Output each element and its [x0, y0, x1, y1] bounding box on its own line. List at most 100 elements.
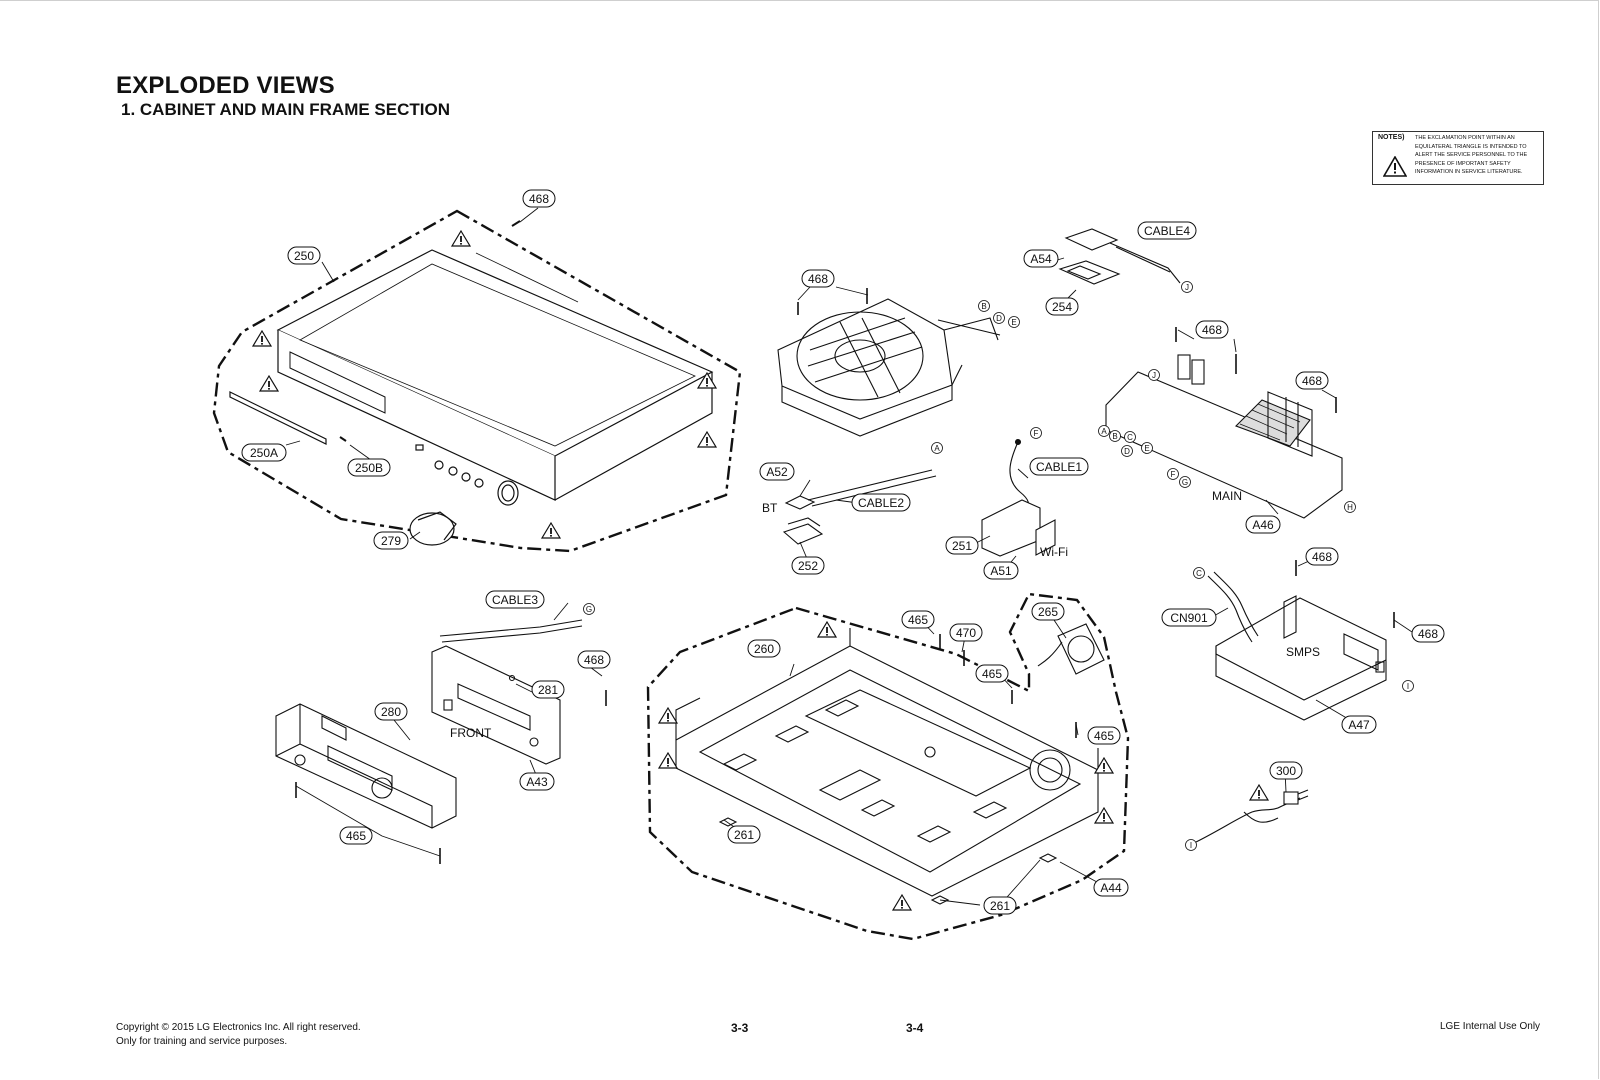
svg-text:A54: A54 [1030, 252, 1052, 266]
warning-triangle-icon [1383, 156, 1407, 177]
connector-marker: F [1167, 468, 1179, 480]
callout-a54: A54 [1023, 249, 1059, 268]
svg-text:281: 281 [538, 683, 558, 697]
svg-text:E: E [1144, 444, 1149, 453]
callout-465: 465 [339, 826, 373, 845]
connector-marker: B [978, 300, 990, 312]
warning-triangle-icon [252, 330, 272, 347]
main-board-drawing [1105, 327, 1343, 519]
callout-465: 465 [901, 610, 935, 629]
callout-a46: A46 [1245, 515, 1281, 534]
callout-cable3: CABLE3 [485, 590, 545, 609]
connector-marker: G [1179, 476, 1191, 488]
svg-text:470: 470 [956, 626, 976, 640]
svg-text:E: E [1011, 318, 1016, 327]
svg-text:A51: A51 [990, 564, 1012, 578]
svg-text:A: A [934, 444, 940, 453]
connector-marker: D [993, 312, 1005, 324]
callout-465: 465 [975, 664, 1009, 683]
connector-marker: C [1124, 431, 1136, 443]
wifi-label: Wi-Fi [1040, 545, 1068, 559]
bt-module-drawing [782, 469, 937, 545]
training-text: Only for training and service purposes. [116, 1036, 288, 1047]
footer-copyright: Copyright © 2015 LG Electronics Inc. All… [116, 1021, 361, 1049]
notes-text: THE EXCLAMATION POINT WITHIN AN EQUILATE… [1415, 135, 1528, 176]
svg-text:252: 252 [798, 559, 818, 573]
callout-a52: A52 [759, 462, 795, 481]
svg-text:G: G [1182, 478, 1188, 487]
page-title: EXPLODED VIEWS [116, 72, 335, 99]
svg-text:C: C [1127, 433, 1133, 442]
notes-box: NOTES) THE EXCLAMATION POINT WITHIN AN E… [1372, 131, 1544, 185]
warning-triangle-icon [658, 707, 678, 724]
connector-marker: G [583, 603, 595, 615]
callout-a47: A47 [1341, 715, 1377, 734]
callout-260: 260 [747, 639, 781, 658]
callout-cable4: CABLE4 [1137, 221, 1197, 240]
callout-468: 468 [1411, 624, 1445, 643]
svg-text:G: G [586, 605, 592, 614]
svg-text:465: 465 [982, 667, 1002, 681]
callout-cable2: CABLE2 [851, 493, 911, 512]
callout-cable1: CABLE1 [1029, 457, 1089, 476]
callout-261: 261 [727, 825, 761, 844]
notes-label: NOTES) [1378, 134, 1405, 141]
callout-cn901: CN901 [1161, 608, 1217, 627]
callout-251: 251 [945, 536, 979, 555]
svg-text:A: A [1101, 427, 1107, 436]
svg-text:261: 261 [734, 828, 754, 842]
power-cord-drawing [1195, 789, 1309, 843]
smps-label: SMPS [1286, 645, 1320, 659]
callout-250b: 250B [347, 458, 391, 477]
page-number-right: 3-4 [906, 1021, 924, 1035]
callout-470: 470 [949, 623, 983, 642]
callouts: 468 250 250A 250B 279 468 CABLE4 A54 254… [241, 189, 1445, 915]
callout-468: 468 [801, 269, 835, 288]
warning-triangle-icon [541, 522, 561, 539]
warning-triangle-icon [451, 230, 471, 247]
callout-280: 280 [374, 702, 408, 721]
svg-text:251: 251 [952, 539, 972, 553]
loader-drawing [777, 288, 1001, 437]
main-label: MAIN [1212, 489, 1242, 503]
page-number-left: 3-3 [731, 1021, 749, 1035]
warning-triangle-icon [697, 431, 717, 448]
svg-text:279: 279 [381, 534, 401, 548]
callout-468: 468 [577, 650, 611, 669]
svg-text:CABLE1: CABLE1 [1036, 460, 1082, 474]
callout-250: 250 [287, 246, 321, 265]
svg-text:J: J [1185, 283, 1189, 292]
svg-text:J: J [1152, 371, 1156, 380]
connector-marker: A [931, 442, 943, 454]
svg-text:254: 254 [1052, 300, 1072, 314]
warning-triangle-icon [658, 752, 678, 769]
svg-text:CABLE2: CABLE2 [858, 496, 904, 510]
warning-triangle-icon [259, 375, 279, 392]
callout-279: 279 [373, 531, 409, 550]
connector-marker: I [1185, 839, 1197, 851]
connector-marker: E [1008, 316, 1020, 328]
svg-text:CABLE4: CABLE4 [1144, 224, 1190, 238]
chassis-drawing [675, 628, 1099, 905]
callout-a44: A44 [1093, 878, 1129, 897]
svg-text:D: D [996, 314, 1002, 323]
svg-text:250: 250 [294, 249, 314, 263]
svg-text:465: 465 [908, 613, 928, 627]
callout-468: 468 [1295, 371, 1329, 390]
callout-a51: A51 [983, 561, 1019, 580]
svg-text:250A: 250A [250, 446, 278, 460]
section-title: 1. CABINET AND MAIN FRAME SECTION [121, 100, 450, 119]
svg-text:C: C [1196, 569, 1202, 578]
svg-text:H: H [1347, 503, 1353, 512]
svg-text:A46: A46 [1252, 518, 1274, 532]
svg-text:468: 468 [1312, 550, 1332, 564]
callout-468: 468 [522, 189, 556, 208]
svg-text:F: F [1171, 470, 1176, 479]
svg-text:CN901: CN901 [1170, 611, 1208, 625]
svg-text:265: 265 [1038, 605, 1058, 619]
svg-text:I: I [1407, 682, 1409, 691]
callout-468: 468 [1195, 320, 1229, 339]
callout-281: 281 [531, 680, 565, 699]
front-panel-drawing [275, 619, 607, 864]
